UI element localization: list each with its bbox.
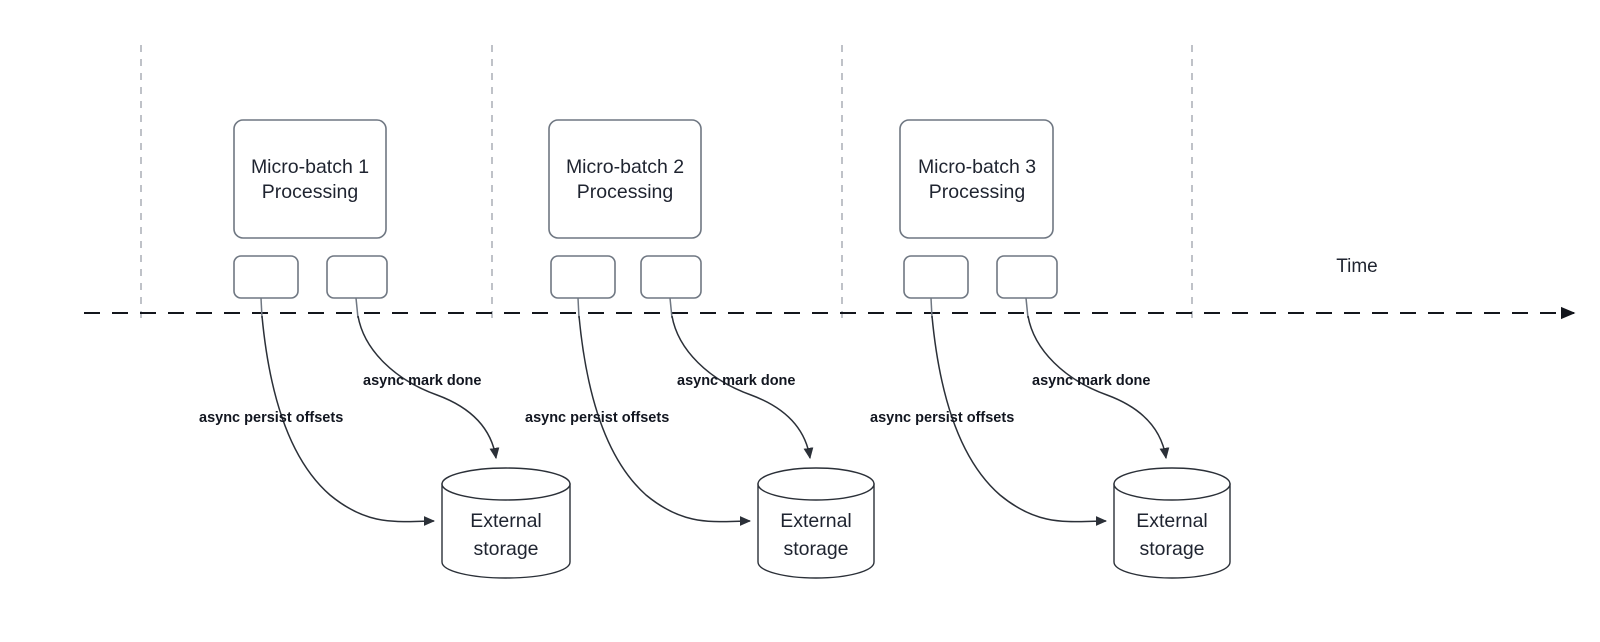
micro-batch-3-external-storage-body[interactable] bbox=[1113, 483, 1231, 579]
micro-batch-2-process-label-line2: Processing bbox=[577, 181, 673, 203]
micro-batch-1-external-storage-label-line2: storage bbox=[473, 538, 538, 560]
micro-batch-1-external-storage-body[interactable] bbox=[441, 483, 571, 579]
micro-batch-3-task-box-a[interactable] bbox=[903, 255, 969, 299]
micro-batch-1-external-storage-label-line1: External bbox=[470, 510, 542, 532]
micro-batch-2-process-box[interactable] bbox=[548, 119, 702, 239]
micro-batch-3-task-b-stub bbox=[1025, 297, 1029, 319]
micro-batch-3-mark-done-arrow bbox=[1027, 315, 1170, 460]
micro-batch-2-mark-done-label: async mark done bbox=[677, 373, 795, 389]
micro-batch-2-persist-offsets-arrow bbox=[578, 315, 752, 526]
micro-batch-2-task-a-stub bbox=[577, 297, 580, 319]
micro-batch-3-process-label-line2: Processing bbox=[929, 181, 1025, 203]
micro-batch-2-task-b-stub bbox=[669, 297, 673, 319]
micro-batch-2-task-box-a[interactable] bbox=[550, 255, 616, 299]
micro-batch-2-external-storage-label-line2: storage bbox=[783, 538, 848, 560]
micro-batch-1-mark-done-label: async mark done bbox=[363, 373, 481, 389]
micro-batch-3-external-storage-label-line2: storage bbox=[1139, 538, 1204, 560]
micro-batch-1-group: Micro-batch 1 Processing async persist o… bbox=[199, 119, 571, 579]
micro-batch-1-task-box-b[interactable] bbox=[326, 255, 388, 299]
micro-batch-2-external-storage-top bbox=[757, 467, 875, 501]
micro-batch-3-external-storage-top bbox=[1113, 467, 1231, 501]
tick-line-group bbox=[140, 45, 1193, 325]
micro-batch-1-process-label-line1: Micro-batch 1 bbox=[251, 156, 369, 178]
micro-batch-2-process-label-line1: Micro-batch 2 bbox=[566, 156, 684, 178]
micro-batch-1-task-b-stub bbox=[355, 297, 359, 319]
time-axis-label: Time bbox=[1336, 256, 1378, 277]
micro-batch-2-persist-offsets-label: async persist offsets bbox=[525, 410, 669, 426]
micro-batch-3-process-label-line1: Micro-batch 3 bbox=[918, 156, 1036, 178]
micro-batch-1-task-box-a[interactable] bbox=[233, 255, 299, 299]
micro-batch-3-group: Micro-batch 3 Processing async persist o… bbox=[870, 119, 1231, 579]
micro-batch-1-external-storage-top bbox=[441, 467, 571, 501]
micro-batch-3-process-box[interactable] bbox=[899, 119, 1054, 239]
micro-batch-1-process-box[interactable] bbox=[233, 119, 387, 239]
micro-batch-3-persist-offsets-label: async persist offsets bbox=[870, 410, 1014, 426]
micro-batch-2-external-storage-body[interactable] bbox=[757, 483, 875, 579]
micro-batch-1-task-a-stub bbox=[260, 297, 263, 319]
micro-batch-2-group: Micro-batch 2 Processing async persist o… bbox=[525, 119, 875, 579]
micro-batch-1-persist-offsets-arrow bbox=[261, 315, 436, 526]
micro-batch-3-task-box-b[interactable] bbox=[996, 255, 1058, 299]
micro-batch-2-external-storage-label-line1: External bbox=[780, 510, 852, 532]
micro-batch-1-process-label-line2: Processing bbox=[262, 181, 358, 203]
micro-batch-3-mark-done-label: async mark done bbox=[1032, 373, 1150, 389]
micro-batch-3-persist-offsets-arrow bbox=[931, 315, 1108, 526]
micro-batch-1-persist-offsets-label: async persist offsets bbox=[199, 410, 343, 426]
micro-batch-2-mark-done-arrow bbox=[671, 315, 814, 460]
micro-batch-1-mark-done-arrow bbox=[357, 315, 500, 460]
micro-batch-2-task-box-b[interactable] bbox=[640, 255, 702, 299]
micro-batch-3-task-a-stub bbox=[930, 297, 933, 319]
micro-batch-3-external-storage-label-line1: External bbox=[1136, 510, 1208, 532]
